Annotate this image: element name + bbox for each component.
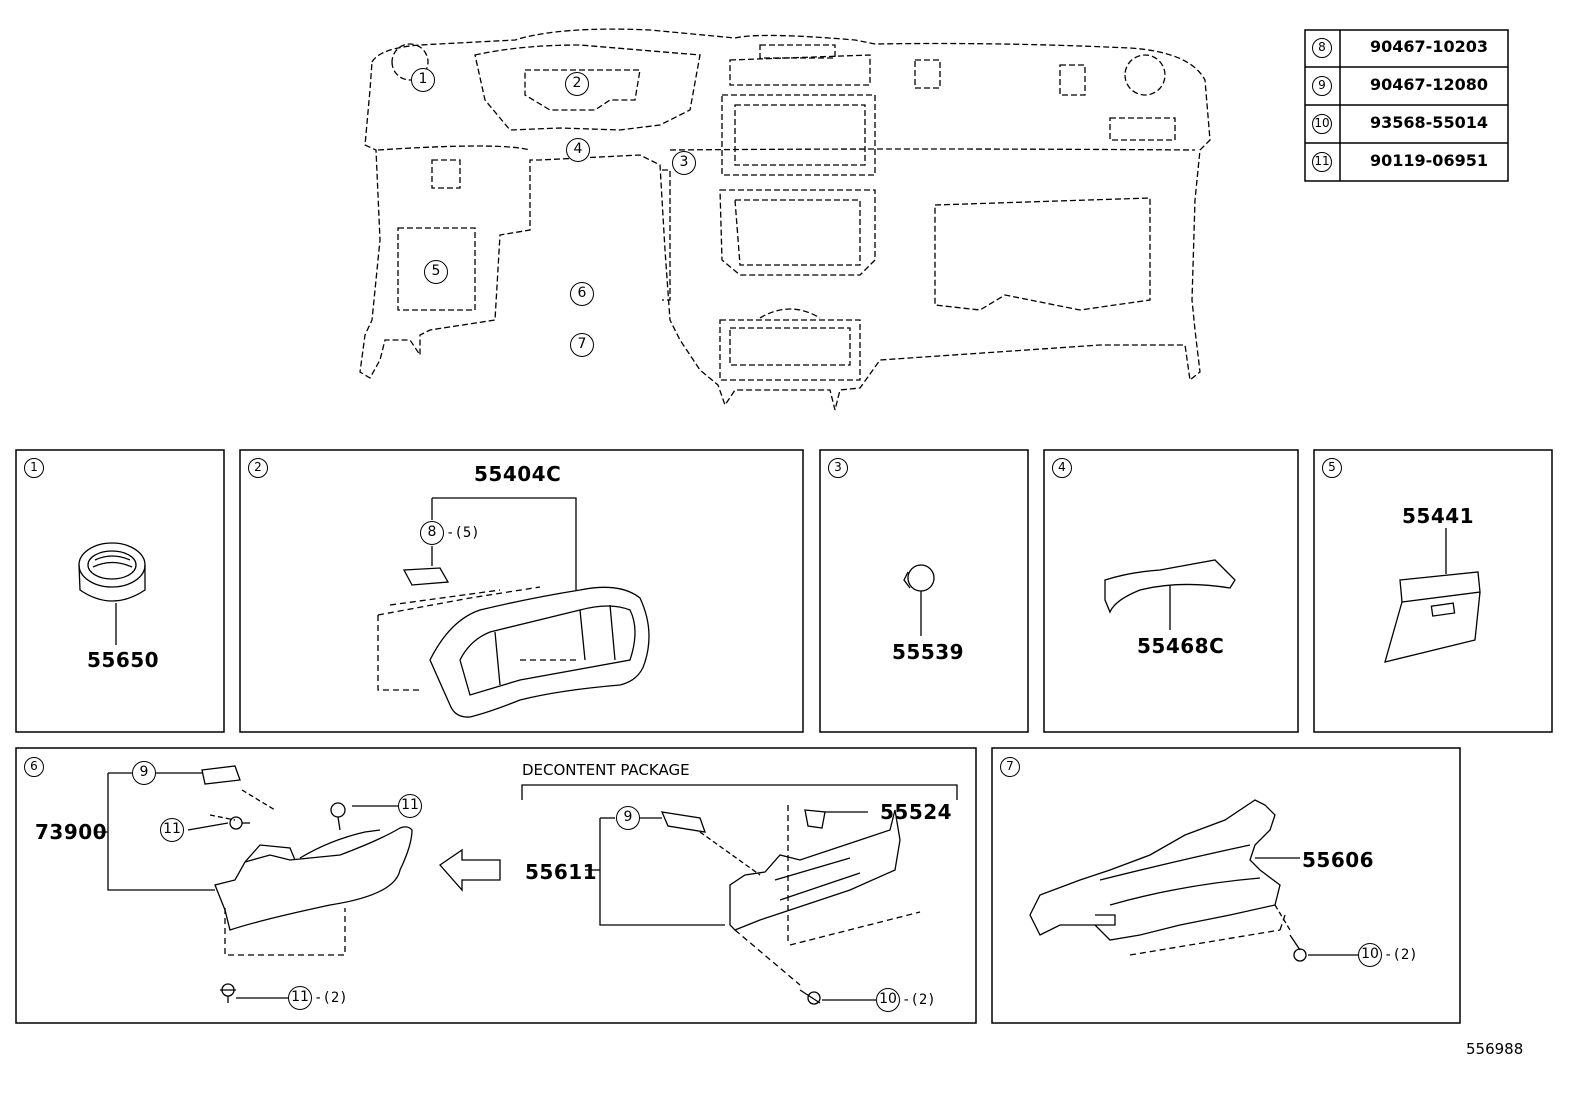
part-55650[interactable]: 55650 <box>87 648 160 672</box>
screw-10-qty: -(2) <box>1384 947 1418 963</box>
decontent-clip-9-callout[interactable]: 9 <box>616 806 640 830</box>
decontent-screw-10-qty: -(2) <box>902 992 936 1008</box>
decontent-package-label: DECONTENT PACKAGE <box>522 761 690 779</box>
glovebox-assembly-drawing <box>95 765 501 1003</box>
screw-10-callout[interactable]: 10 <box>1358 943 1382 967</box>
table-part-11: 90119-06951 <box>1370 151 1488 170</box>
overview-callout-2[interactable]: 2 <box>565 72 589 96</box>
part-73900[interactable]: 73900 <box>35 820 108 844</box>
part-55404C[interactable]: 55404C <box>474 462 562 486</box>
overview-callout-7[interactable]: 7 <box>570 333 594 357</box>
decontent-package-drawing <box>521 784 958 1005</box>
fastener-8-callout[interactable]: 8 <box>420 521 444 545</box>
part-55611[interactable]: 55611 <box>525 860 598 884</box>
bolt-11-callout-c[interactable]: 11 <box>288 986 312 1010</box>
panel-1-ref: 1 <box>24 458 44 478</box>
decontent-screw-10-callout[interactable]: 10 <box>876 988 900 1012</box>
part-55539[interactable]: 55539 <box>892 640 965 664</box>
table-part-9: 90467-12080 <box>1370 75 1488 94</box>
table-ref-9: 9 <box>1312 76 1332 96</box>
table-part-8: 90467-10203 <box>1370 37 1488 56</box>
part-55606[interactable]: 55606 <box>1302 848 1375 872</box>
cluster-finish-drawing <box>377 497 650 718</box>
glovebox-inner-drawing <box>1384 528 1481 663</box>
reinforcement-drawing <box>1104 559 1236 630</box>
bolt-11-callout-a[interactable]: 11 <box>160 818 184 842</box>
instrument-panel-overview <box>359 28 1211 411</box>
panel-7-ref: 7 <box>1000 757 1020 777</box>
diagram-id: 556988 <box>1466 1040 1524 1058</box>
panel-6-ref: 6 <box>24 757 44 777</box>
bolt-11-qty: -(2) <box>314 990 348 1006</box>
table-ref-11: 11 <box>1312 152 1332 172</box>
panel-frames <box>15 449 1553 1024</box>
part-55441[interactable]: 55441 <box>1402 504 1475 528</box>
table-ref-10: 10 <box>1312 114 1332 134</box>
overview-callout-3[interactable]: 3 <box>672 151 696 175</box>
panel-5-ref: 5 <box>1322 458 1342 478</box>
table-part-10: 93568-55014 <box>1370 113 1488 132</box>
glovebox-bracket-drawing <box>1029 799 1358 962</box>
clip-9-callout[interactable]: 9 <box>132 761 156 785</box>
fastener-8-qty: -(5) <box>446 525 480 541</box>
overview-callout-1[interactable]: 1 <box>411 68 435 92</box>
part-55524[interactable]: 55524 <box>880 800 953 824</box>
switch-drawing <box>903 564 935 636</box>
part-55468C[interactable]: 55468C <box>1137 634 1225 658</box>
overview-callout-5[interactable]: 5 <box>424 260 448 284</box>
fastener-table-frame <box>1304 29 1509 182</box>
overview-callout-4[interactable]: 4 <box>566 138 590 162</box>
panel-3-ref: 3 <box>828 458 848 478</box>
table-ref-8: 8 <box>1312 38 1332 58</box>
bolt-11-callout-b[interactable]: 11 <box>398 794 422 818</box>
overview-callout-6[interactable]: 6 <box>570 282 594 306</box>
vent-register-drawing <box>78 542 146 645</box>
panel-2-ref: 2 <box>248 458 268 478</box>
panel-4-ref: 4 <box>1052 458 1072 478</box>
